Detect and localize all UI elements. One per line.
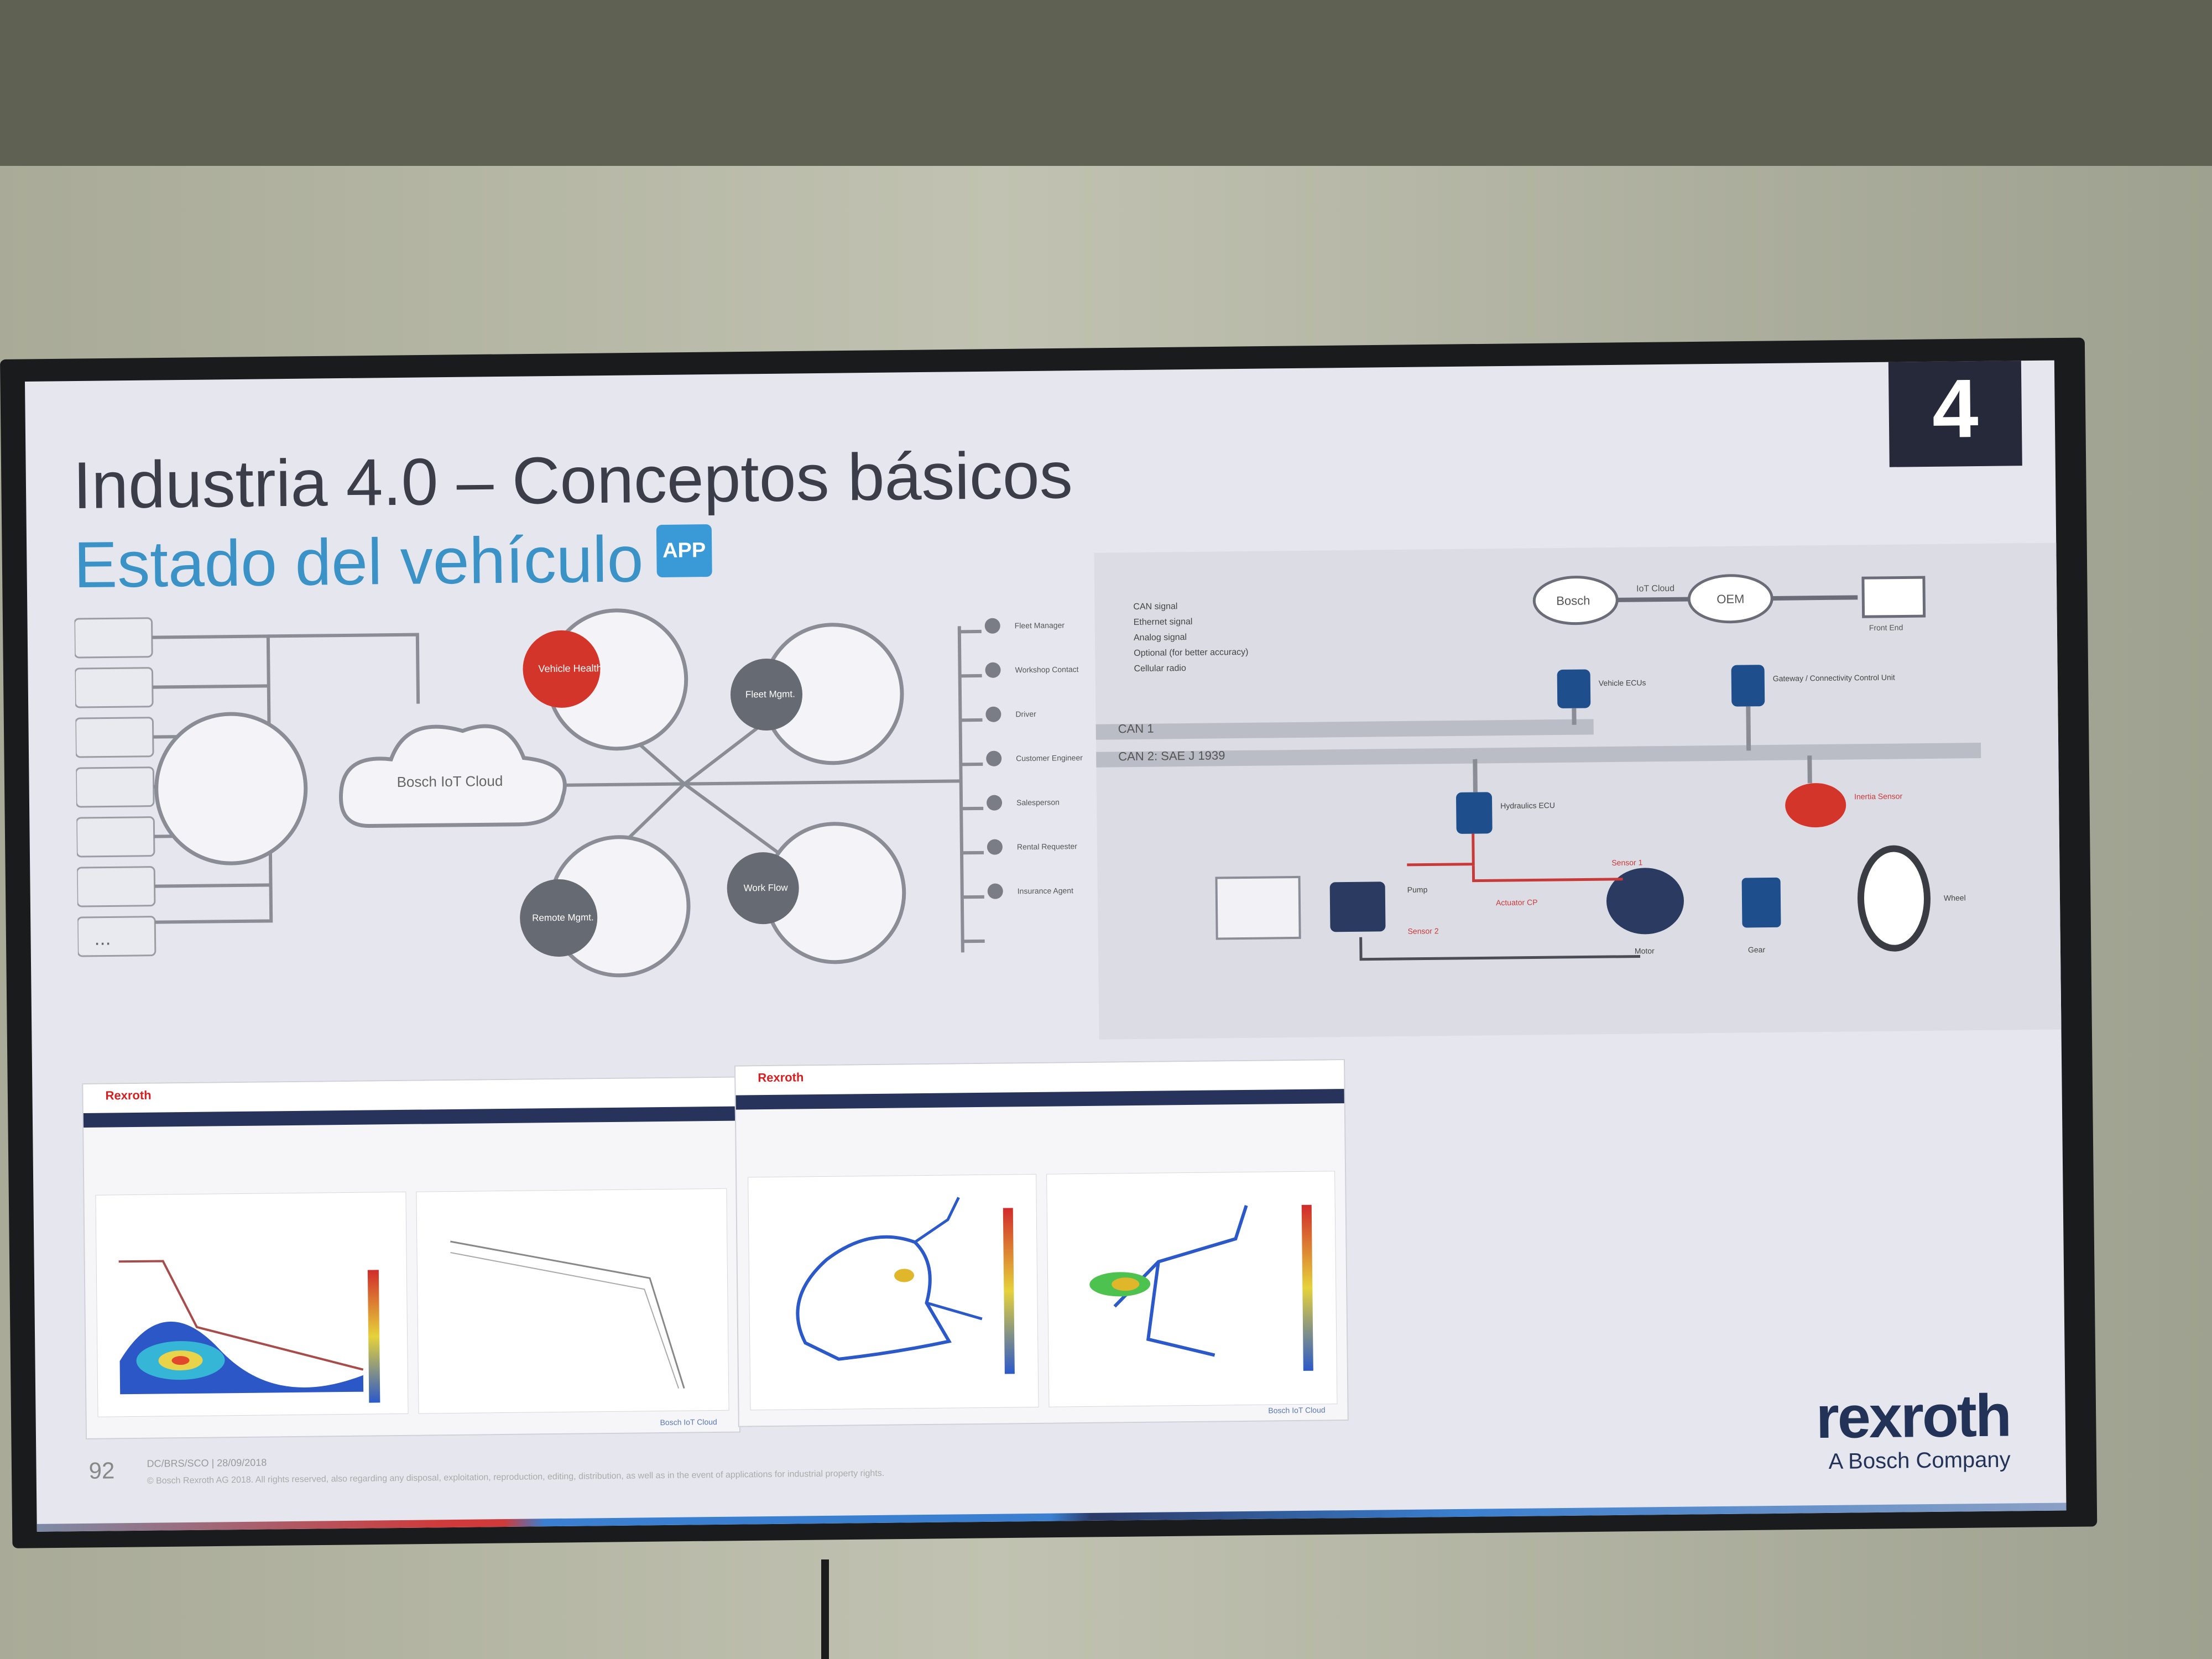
logo-wordmark: rexroth [1815, 1381, 2011, 1451]
hub-cloud-label: Bosch IoT Cloud [397, 773, 503, 790]
role-label: Fleet Manager [1015, 620, 1065, 630]
machines-circle [154, 712, 308, 865]
line-chart-panel [416, 1188, 729, 1414]
role-label: Driver [1015, 709, 1036, 718]
cloud-shape [339, 724, 567, 828]
slide-title: Industria 4.0 – Conceptos básicos [72, 438, 1073, 523]
route-map-panel-2 [1046, 1171, 1338, 1407]
role-labels: Fleet Manager Workshop Contact Driver Cu… [1015, 620, 1083, 895]
line-chart-svg [450, 1240, 685, 1389]
route-map-svg-1 [796, 1197, 1015, 1374]
role-label: Salesperson [1016, 797, 1060, 807]
role-label: Workshop Contact [1015, 665, 1078, 674]
remote-badge [520, 879, 598, 957]
analog-lines [1407, 833, 1623, 883]
heatmap-panel [95, 1191, 409, 1417]
dashboard-footer: Bosch IoT Cloud [660, 1417, 717, 1427]
bosch-cloud-label: Bosch [1556, 593, 1590, 608]
vehicle-architecture-diagram: CAN 1 CAN 2: SAE J 1939 CAN signal Ether… [1094, 542, 2067, 1040]
front-end-label: Front End [1869, 623, 1903, 632]
gateway-label: Gateway / Connectivity Control Unit [1773, 673, 1895, 683]
inertia-sensor-label: Inertia Sensor [1854, 791, 1903, 801]
dashboard-screenshot-2: Rexroth Bosch IoT Cloud [734, 1059, 1349, 1427]
footer-copyright: © Bosch Rexroth AG 2018. All rights rese… [147, 1468, 885, 1486]
gear-icon [1741, 877, 1781, 928]
workflow-label: Work Flow [744, 883, 789, 894]
logo-tagline: A Bosch Company [1828, 1447, 2011, 1474]
role-label: Rental Requester [1017, 842, 1077, 851]
pump-label: Pump [1407, 885, 1428, 894]
dashboard-brand: Rexroth [758, 1070, 804, 1085]
main-circles [520, 608, 906, 978]
presentation-slide: 4 Industria 4.0 – Conceptos básicos Esta… [25, 360, 2067, 1532]
oem-cloud-label: OEM [1717, 592, 1744, 606]
fleet-badge [731, 658, 803, 731]
remote-label: Remote Mgmt. [532, 912, 594, 923]
front-end-monitor-icon [1861, 576, 1926, 618]
vehicle-ecu-label: Vehicle ECUs [1599, 678, 1646, 687]
workflow-badge [727, 852, 799, 925]
route-map-svg-2 [1089, 1204, 1313, 1371]
subtitle-text: Estado del vehículo [73, 523, 644, 602]
hydraulic-line [1359, 937, 1641, 961]
dashboard-brand: Rexroth [105, 1088, 152, 1103]
page-number: 92 [88, 1457, 115, 1484]
vehicle-health-badge [523, 630, 601, 708]
heatmap-svg [118, 1260, 380, 1403]
route-map-panel-1 [748, 1173, 1039, 1411]
motor-icon [1606, 868, 1684, 935]
cloud-link-label: IoT Cloud [1636, 584, 1674, 594]
architecture-svg: Bosch OEM IoT Cloud Front End Vehicle EC… [1215, 574, 1966, 961]
ecosystem-diagram-svg: Bosch IoT Cloud Vehicle Health Fleet Mgm… [74, 608, 1083, 978]
ecosystem-diagram: Bosch IoT Cloud Vehicle Health Fleet Mgm… [74, 597, 1118, 1011]
app-badge: APP [656, 524, 712, 578]
vehicle-health-label: Vehicle Health [538, 662, 602, 674]
gateway-icon [1731, 665, 1765, 707]
inertia-sensor-icon [1785, 783, 1846, 828]
dashboard-screenshot-1: Rexroth Bosch IoT Cloud [82, 1076, 740, 1439]
wall-ceiling [0, 0, 2212, 188]
sensor1-label: Sensor 1 [1611, 858, 1642, 867]
sensor2-label: Sensor 2 [1407, 926, 1438, 936]
role-label: Customer Engineer [1016, 753, 1083, 763]
wheel-label: Wheel [1944, 893, 1966, 902]
more-items-label: ... [94, 926, 111, 949]
gear-label: Gear [1748, 945, 1766, 954]
role-label: Insurance Agent [1018, 886, 1073, 895]
wheel-icon [1857, 845, 1931, 952]
role-person-icons [984, 618, 1003, 899]
vehicle-icons [74, 617, 156, 957]
tv-cable [821, 1559, 829, 1659]
actuator-label: Actuator CP [1496, 898, 1538, 907]
engine-icon [1215, 875, 1301, 940]
dashboard-footer: Bosch IoT Cloud [1268, 1405, 1326, 1415]
pump-icon [1329, 881, 1386, 932]
hydraulics-ecu-icon [1456, 792, 1493, 834]
motor-label: Motor [1635, 946, 1655, 955]
footer-doc-id: DC/BRS/SCO | 28/09/2018 [147, 1457, 267, 1469]
fleet-label: Fleet Mgmt. [745, 688, 795, 700]
rexroth-logo: rexroth A Bosch Company [1815, 1381, 2011, 1475]
slide-number: 4 [1888, 360, 2022, 467]
hydraulics-ecu-label: Hydraulics ECU [1500, 801, 1555, 810]
vehicle-ecu-icon [1557, 669, 1591, 708]
